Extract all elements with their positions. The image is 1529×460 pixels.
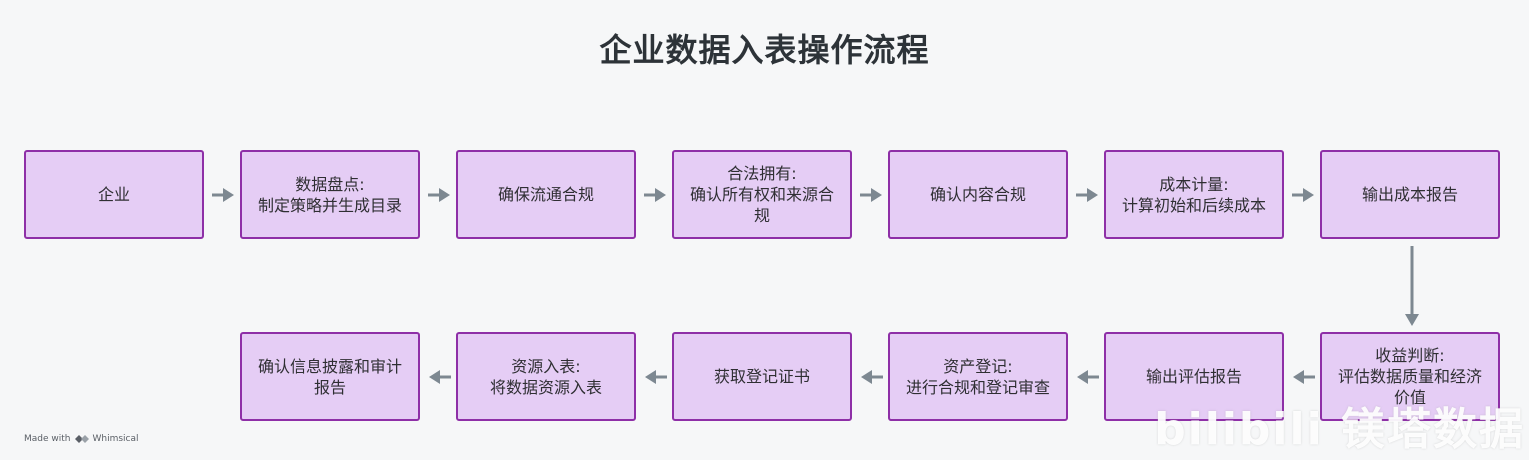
- arrow-n1-n2: [212, 188, 234, 202]
- made-with-label: Made with: [24, 434, 71, 444]
- arrow-n6-n7: [1292, 188, 1314, 202]
- node-enterprise[interactable]: 企业: [24, 150, 204, 239]
- node-data-inventory[interactable]: 数据盘点: 制定策略并生成目录: [240, 150, 420, 239]
- arrow-n9-n10: [1077, 370, 1099, 384]
- watermark: bilibili 镁塔数据: [1154, 404, 1525, 455]
- node-resource-entry[interactable]: 资源入表: 将数据资源入表: [456, 332, 636, 421]
- arrow-n8-n9: [1293, 370, 1315, 384]
- made-with-footer[interactable]: Made with Whimsical: [24, 434, 139, 444]
- node-disclosure-audit[interactable]: 确认信息披露和审计 报告: [240, 332, 420, 421]
- node-asset-registration[interactable]: 资产登记: 进行合规和登记审查: [888, 332, 1068, 421]
- whimsical-brand: Whimsical: [92, 434, 139, 444]
- arrow-n12-n13: [429, 370, 451, 384]
- arrow-n3-n4: [644, 188, 666, 202]
- node-output-evaluation-report[interactable]: 输出评估报告: [1104, 332, 1284, 421]
- diagram-title: 企业数据入表操作流程: [599, 31, 930, 69]
- whimsical-logo-icon: [74, 435, 89, 443]
- node-legal-ownership[interactable]: 合法拥有: 确认所有权和来源合 规: [672, 150, 852, 239]
- node-confirm-content-compliance[interactable]: 确认内容合规: [888, 150, 1068, 239]
- arrow-n5-n6: [1076, 188, 1098, 202]
- arrow-n2-n3: [428, 188, 450, 202]
- arrow-n10-n11: [861, 370, 883, 384]
- arrow-n4-n5: [860, 188, 882, 202]
- node-revenue-judgment[interactable]: 收益判断: 评估数据质量和经济 价值: [1320, 332, 1500, 421]
- node-ensure-circulation-compliance[interactable]: 确保流通合规: [456, 150, 636, 239]
- node-output-cost-report[interactable]: 输出成本报告: [1320, 150, 1500, 239]
- arrow-n7-n8: [1405, 246, 1419, 326]
- node-cost-measurement[interactable]: 成本计量: 计算初始和后续成本: [1104, 150, 1284, 239]
- arrow-n11-n12: [645, 370, 667, 384]
- node-obtain-certificate[interactable]: 获取登记证书: [672, 332, 852, 421]
